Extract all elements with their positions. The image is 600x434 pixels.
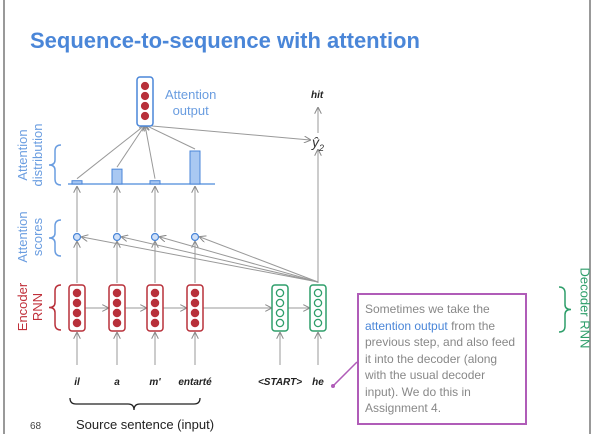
encoder-rnn-line1: Encoder (15, 282, 30, 332)
callout-box: Sometimes we take the attention output f… (357, 293, 527, 425)
encoder-rnn-brace (48, 284, 62, 331)
encoder-hidden-state-neuron (150, 298, 160, 308)
callout-highlight: attention output (365, 318, 448, 333)
encoder-hidden-state-neuron (112, 298, 122, 308)
callout-pointer-dot (331, 384, 335, 388)
attention-distribution-bar (149, 180, 161, 185)
decoder-input-word: <START> (257, 377, 303, 388)
attention-score-node (72, 232, 82, 242)
decoder-hidden-state-neuron (275, 288, 285, 298)
attention-output-vector (136, 76, 154, 127)
decoder-to-score-arrow (122, 237, 319, 283)
decoder-to-score-arrow (160, 237, 319, 283)
encoder-rnn-line2: RNN (30, 292, 45, 322)
attention-output-label: Attention output (165, 87, 216, 119)
encoder-hidden-state-neuron (190, 298, 200, 308)
distribution-to-output-arrow (116, 125, 145, 168)
attention-output-to-prediction-arrow (151, 125, 310, 140)
attention-output-neuron (140, 111, 150, 121)
attention-distribution-bar (111, 168, 123, 185)
output-word-hit: hit (311, 90, 324, 101)
decoder-hidden-state-neuron (275, 298, 285, 308)
attention-score-node (112, 232, 122, 242)
decoder-to-score-arrow (200, 237, 319, 283)
encoder-hidden-state-neuron (190, 308, 200, 318)
prediction-y2: ŷ2 (312, 134, 324, 153)
decoder-rnn-label: Decoder RNN (577, 267, 593, 349)
decoder-hidden-state-neuron (313, 298, 323, 308)
decoder-hidden-state-neuron (275, 308, 285, 318)
attention-scores-brace (48, 219, 62, 257)
attention-score-node (190, 232, 200, 242)
source-word: m' (149, 377, 161, 388)
attention-distribution-brace (48, 144, 62, 186)
source-word: entarté (178, 377, 212, 388)
decoder-hidden-state-neuron (313, 318, 323, 328)
encoder-hidden-state-neuron (72, 308, 82, 318)
decoder-hidden-state (271, 284, 289, 332)
attention-output-neuron (140, 81, 150, 91)
encoder-hidden-state-neuron (72, 288, 82, 298)
decoder-input-word: he (312, 377, 324, 388)
decoder-hidden-state-neuron (313, 308, 323, 318)
callout-text-pre: Sometimes we take the (365, 302, 490, 316)
decoder-hidden-state-neuron (313, 288, 323, 298)
callout-text-post: from the previous step, and also feed it… (365, 318, 516, 416)
distribution-to-output-arrow (76, 125, 145, 180)
encoder-hidden-state-neuron (112, 318, 122, 328)
attention-distribution-bar (71, 180, 83, 185)
source-word: a (114, 377, 120, 388)
attention-distribution-bar (189, 150, 201, 185)
attention-score-node (150, 232, 160, 242)
attention-distribution-line2: distribution (30, 123, 45, 187)
attention-scores-label: Attention scores (15, 197, 45, 277)
encoder-hidden-state-neuron (150, 318, 160, 328)
source-word: il (74, 377, 80, 388)
prediction-symbol: ŷ (312, 134, 319, 150)
attention-output-neuron (140, 91, 150, 101)
callout-pointer (333, 361, 358, 386)
encoder-hidden-state-neuron (150, 308, 160, 318)
encoder-hidden-state-neuron (72, 318, 82, 328)
page-number: 68 (30, 421, 42, 432)
decoder-hidden-state (309, 284, 327, 332)
prediction-subscript: 2 (319, 142, 325, 153)
encoder-hidden-state (146, 284, 164, 332)
slide-title: Sequence-to-sequence with attention (30, 28, 420, 53)
source-sentence-brace (69, 397, 201, 411)
encoder-hidden-state-neuron (190, 318, 200, 328)
encoder-hidden-state (68, 284, 86, 332)
encoder-hidden-state-neuron (112, 308, 122, 318)
attention-scores-line1: Attention (15, 211, 30, 263)
decoder-rnn-brace (558, 286, 572, 333)
decoder-to-score-arrow (82, 237, 319, 283)
slide-frame (3, 0, 591, 434)
attention-output-neuron (140, 101, 150, 111)
encoder-hidden-state (186, 284, 204, 332)
distribution-to-output-arrow (145, 125, 156, 179)
attention-output-label-line1: Attention (165, 87, 217, 102)
attention-distribution-label: Attention distribution (15, 115, 45, 195)
encoder-hidden-state-neuron (112, 288, 122, 298)
encoder-hidden-state-neuron (190, 288, 200, 298)
encoder-hidden-state-neuron (72, 298, 82, 308)
decoder-hidden-state-neuron (275, 318, 285, 328)
distribution-to-output-arrow (145, 125, 196, 150)
attention-distribution-line1: Attention (15, 129, 30, 181)
encoder-hidden-state-neuron (150, 288, 160, 298)
encoder-rnn-label: Encoder RNN (15, 267, 45, 347)
attention-scores-line2: scores (30, 217, 45, 257)
encoder-hidden-state (108, 284, 126, 332)
source-sentence-label: Source sentence (input) (76, 417, 215, 432)
attention-output-label-line2: output (172, 103, 209, 118)
